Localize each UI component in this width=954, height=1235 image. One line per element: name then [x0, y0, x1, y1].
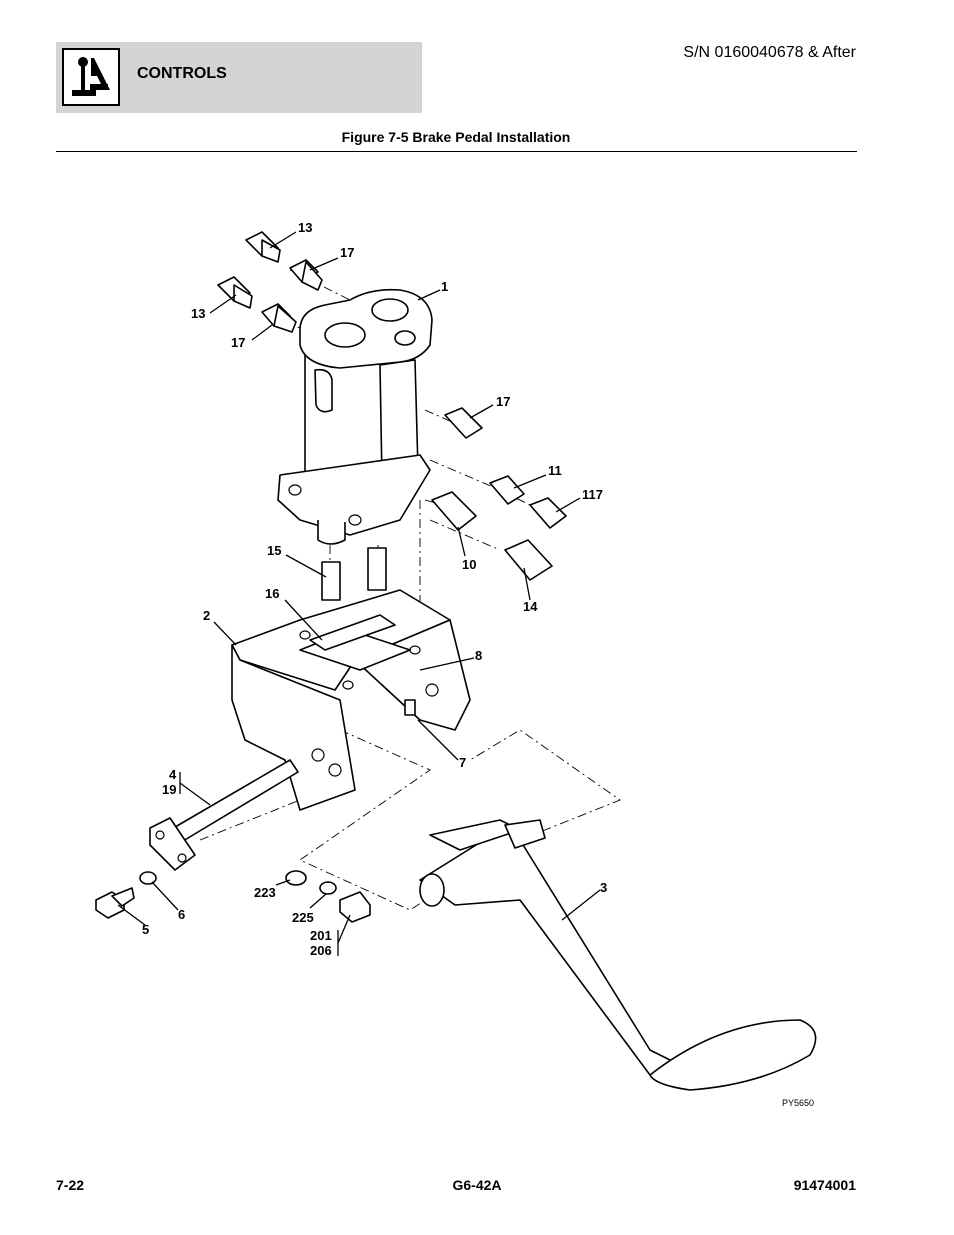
callout-17: 17: [231, 335, 245, 350]
callout-225: 225: [292, 910, 314, 925]
side-fittings: [431, 407, 567, 581]
callout-6: 6: [178, 907, 185, 922]
drawing-code: PY5650: [782, 1098, 814, 1108]
section-title: CONTROLS: [137, 65, 227, 82]
callout-16: 16: [265, 586, 279, 601]
callout-1: 1: [441, 279, 448, 294]
callout-223: 223: [254, 885, 276, 900]
model-number: G6-42A: [452, 1177, 502, 1193]
joystick-control-icon: [62, 48, 120, 106]
callout-15: 15: [267, 543, 281, 558]
callout-19: 19: [162, 782, 176, 797]
callout-17: 17: [496, 394, 510, 409]
callout-5: 5: [142, 922, 149, 937]
serial-number-range: S/N 0160040678 & After: [683, 44, 856, 61]
hose-fittings-upper: [217, 231, 323, 333]
callout-13: 13: [191, 306, 205, 321]
valve-plungers: [321, 547, 387, 601]
header-divider: [56, 151, 857, 152]
callout-117: 117: [582, 487, 603, 502]
callout-201: 201: [310, 928, 332, 943]
callout-4: 4: [169, 767, 177, 782]
callout-17: 17: [340, 245, 354, 260]
callout-10: 10: [462, 557, 476, 572]
callout-206: 206: [310, 943, 332, 958]
callout-14: 14: [523, 599, 538, 614]
callout-7: 7: [459, 755, 466, 770]
page-number: 7-22: [56, 1177, 85, 1193]
callout-labels: 13 17 1 13 17 17 11 117 15 10 16 14 2 8 …: [142, 220, 814, 1108]
pivot-shaft-assembly: [95, 759, 299, 919]
brake-valve: [277, 288, 433, 545]
callout-3: 3: [600, 880, 607, 895]
brake-pedal: [419, 819, 817, 1091]
mounting-bracket: [231, 589, 471, 811]
callout-11: 11: [548, 463, 562, 478]
pedal-hardware: [285, 870, 371, 923]
callout-13: 13: [298, 220, 312, 235]
callout-8: 8: [475, 648, 482, 663]
figure-title: Figure 7-5 Brake Pedal Installation: [341, 129, 571, 145]
callout-2: 2: [203, 608, 210, 623]
document-number: 91474001: [793, 1177, 856, 1193]
callout-leaders: [117, 231, 601, 956]
